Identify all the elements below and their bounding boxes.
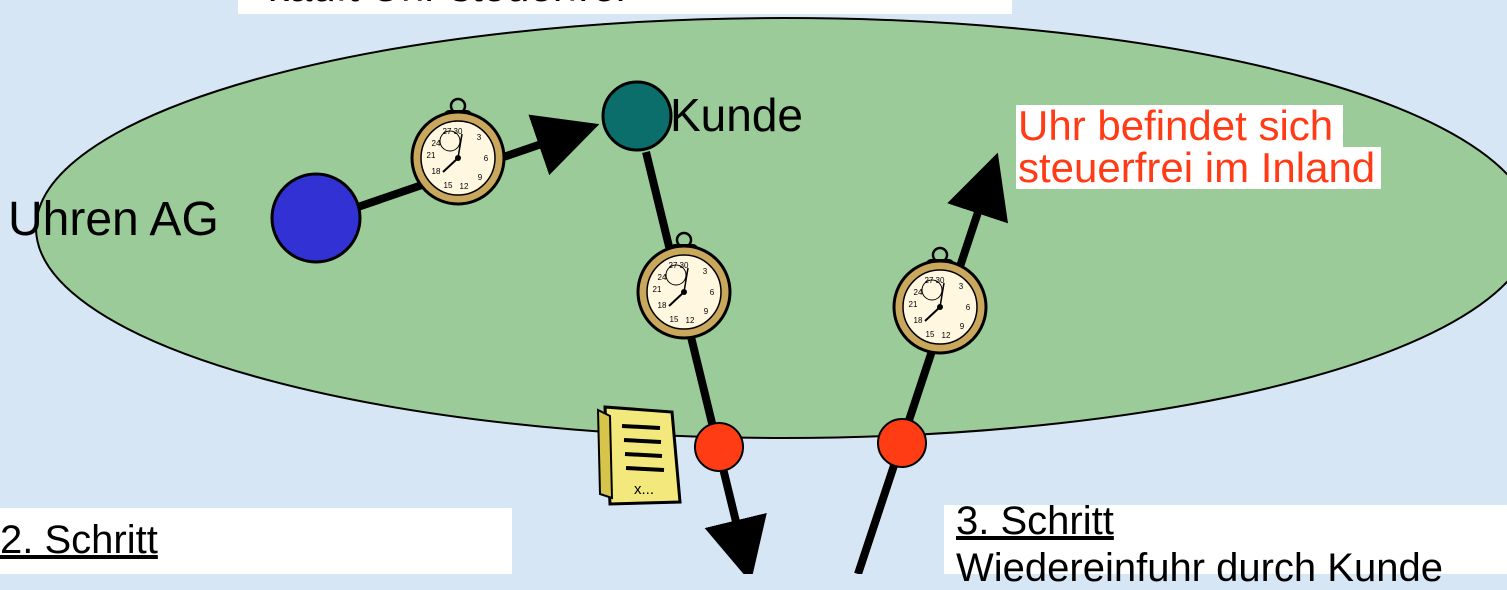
export-arrow: [642, 151, 767, 574]
reimport-arrow: [854, 152, 1009, 574]
step3-box: [944, 505, 1507, 574]
step2-box: [0, 508, 512, 574]
reimport-border-crossing: [877, 418, 927, 468]
note-line-2: steuerfrei im Inland: [1016, 147, 1382, 189]
top-caption: kauft Uhr steuerfrei: [268, 0, 625, 8]
company-label: Uhren AG: [8, 193, 219, 246]
document-icon: [596, 405, 682, 506]
diagram-canvas: 30 3 6 9 12 15 18 21 24 27 x...: [0, 0, 1507, 574]
customer-label: Kunde: [670, 89, 804, 141]
note-line-1: Uhr befindet sich: [1016, 105, 1344, 147]
step3-text: Wiedereinfuhr durch Kunde: [956, 546, 1443, 590]
export-border-crossing: [694, 422, 744, 472]
customer-node: [601, 80, 673, 152]
caption-box: [238, 0, 1012, 14]
company-node: [270, 172, 362, 264]
domestic-territory: [35, 17, 1507, 439]
step2-title: 2. Schritt: [0, 518, 158, 562]
step3-title: 3. Schritt: [956, 499, 1114, 543]
